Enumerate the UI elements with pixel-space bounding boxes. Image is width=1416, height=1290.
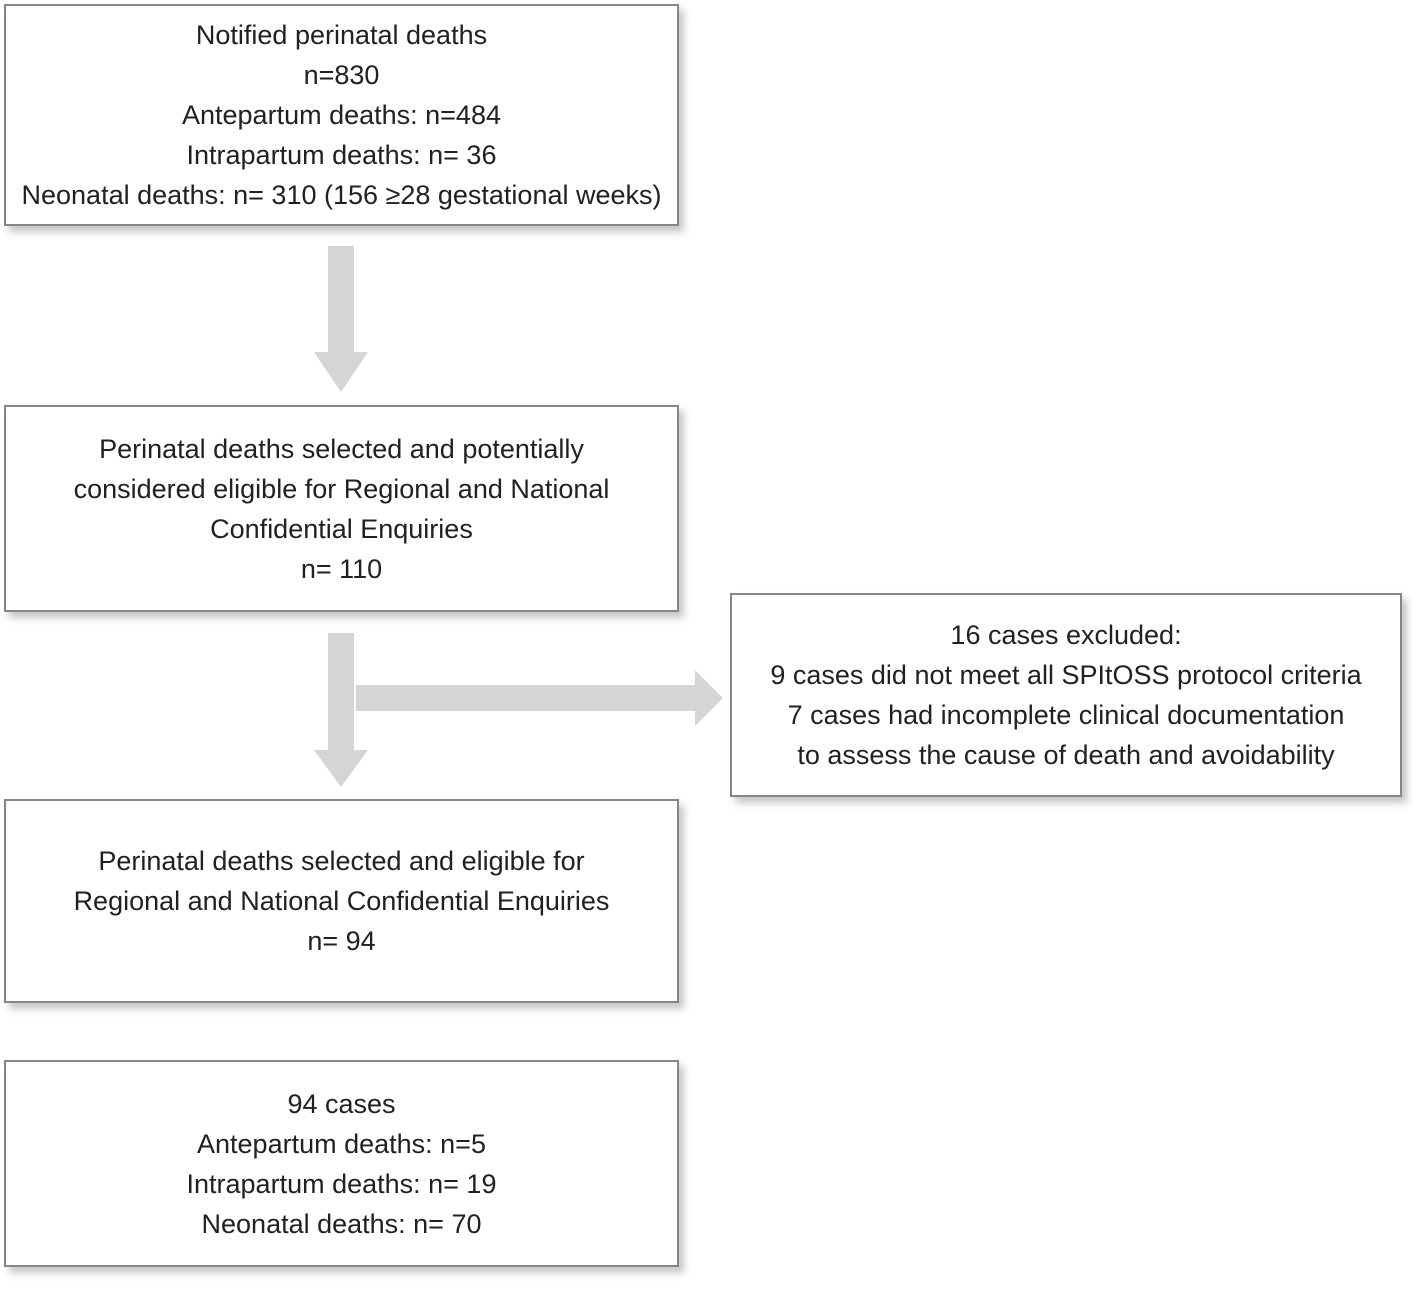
final-box-line: 94 cases (287, 1088, 396, 1119)
notified-box-line: Neonatal deaths: n= 310 (156 ≥28 gestati… (21, 180, 662, 210)
selected-box-line: Confidential Enquiries (210, 513, 473, 544)
down-arrow-shape (314, 633, 368, 787)
eligible-box-line: Regional and National Confidential Enqui… (73, 886, 610, 916)
final-box-line: Intrapartum deaths: n= 19 (186, 1168, 497, 1199)
notified-box-line: Intrapartum deaths: n= 36 (186, 140, 497, 170)
down-arrow-icon (314, 246, 368, 392)
notified-box-line: n=830 (303, 60, 380, 90)
final-cases-box: 94 cases Antepartum deaths: n=5 Intrapar… (4, 1060, 679, 1267)
down-arrow-icon (314, 633, 368, 787)
final-box-line: Neonatal deaths: n= 70 (201, 1208, 482, 1239)
selected-box-line: n= 110 (300, 553, 383, 584)
final-box-line: Antepartum deaths: n=5 (197, 1128, 486, 1159)
selected-eligible-box: Perinatal deaths selected and eligible f… (4, 799, 679, 1003)
right-arrow-icon (356, 670, 723, 726)
eligible-box-line: n= 94 (307, 926, 376, 956)
notified-box-line: Antepartum deaths: n=484 (182, 100, 501, 130)
down-arrow-shape (314, 246, 368, 392)
selected-potentially-eligible-box: Perinatal deaths selected and potentiall… (4, 405, 679, 612)
excluded-box-line: 9 cases did not meet all SPItOSS protoco… (770, 660, 1362, 690)
right-arrow-shape (356, 670, 723, 726)
notified-deaths-box: Notified perinatal deaths n=830 Antepart… (4, 4, 679, 226)
excluded-box-line: 16 cases excluded: (950, 620, 1182, 650)
excluded-cases-box: 16 cases excluded: 9 cases did not meet … (730, 593, 1402, 797)
excluded-box-line: to assess the cause of death and avoidab… (797, 740, 1335, 770)
excluded-box-line: 7 cases had incomplete clinical document… (787, 700, 1345, 730)
eligible-box-line: Perinatal deaths selected and eligible f… (98, 846, 585, 876)
selected-box-line: considered eligible for Regional and Nat… (73, 473, 610, 504)
notified-box-line: Notified perinatal deaths (195, 20, 488, 50)
selected-box-line: Perinatal deaths selected and potentiall… (99, 433, 584, 464)
